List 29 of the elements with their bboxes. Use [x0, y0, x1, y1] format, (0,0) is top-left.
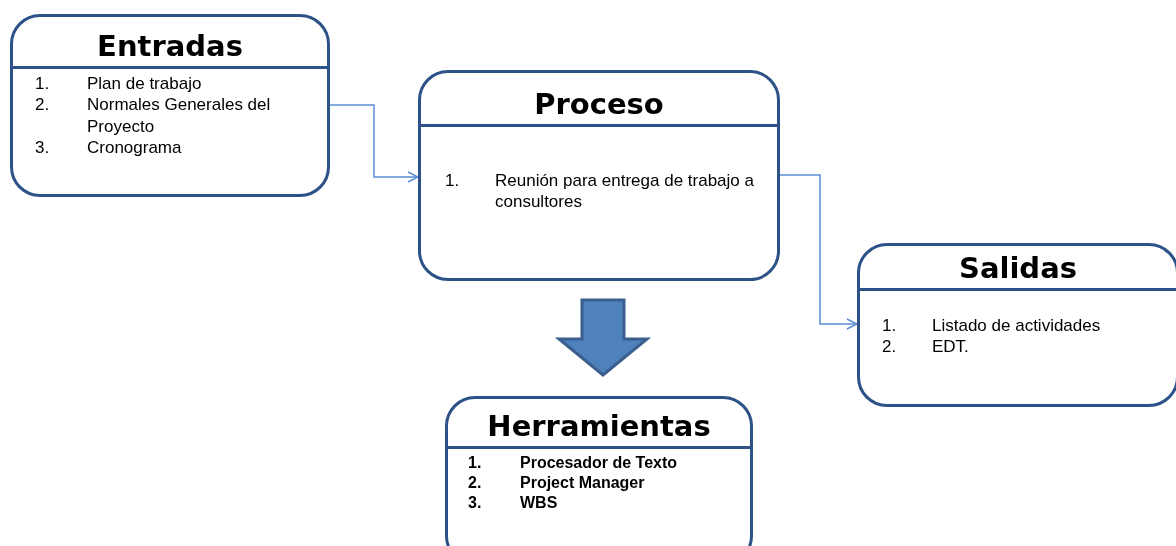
- process-box: [10, 14, 330, 197]
- list-number: 1.: [35, 73, 51, 95]
- list-number: 3.: [468, 493, 483, 513]
- list-item: EDT.: [932, 336, 969, 358]
- list-number: 3.: [35, 136, 51, 158]
- box-heading: Herramientas: [487, 409, 711, 446]
- list-number: 1.: [882, 315, 898, 337]
- list-item: Procesador de Texto: [520, 453, 678, 473]
- list-item: Plan de trabajo: [87, 73, 202, 95]
- list-item: Project Manager: [520, 473, 645, 493]
- list-number: 1.: [445, 170, 461, 192]
- process-box: [418, 70, 780, 281]
- list-item: WBS: [520, 493, 558, 513]
- list-number: 2.: [468, 473, 483, 493]
- process-box: [445, 396, 753, 546]
- process-box: [857, 243, 1176, 407]
- arrow: [779, 174, 858, 330]
- list-item: Listado de actividades: [932, 315, 1101, 337]
- list-item: Cronograma: [87, 136, 182, 158]
- list-item: Normales Generales del Proyecto: [87, 94, 272, 137]
- box-heading: Salidas: [959, 251, 1077, 288]
- box-heading: Proceso: [534, 87, 664, 124]
- arrow: [329, 104, 419, 183]
- list-number: 2.: [35, 94, 51, 116]
- list-item: Reunión para entrega de trabajo a consultores: [495, 170, 755, 213]
- list-number: 1.: [468, 453, 483, 473]
- list-number: 2.: [882, 336, 898, 358]
- block-arrow: [554, 298, 652, 377]
- box-heading: Entradas: [97, 29, 243, 66]
